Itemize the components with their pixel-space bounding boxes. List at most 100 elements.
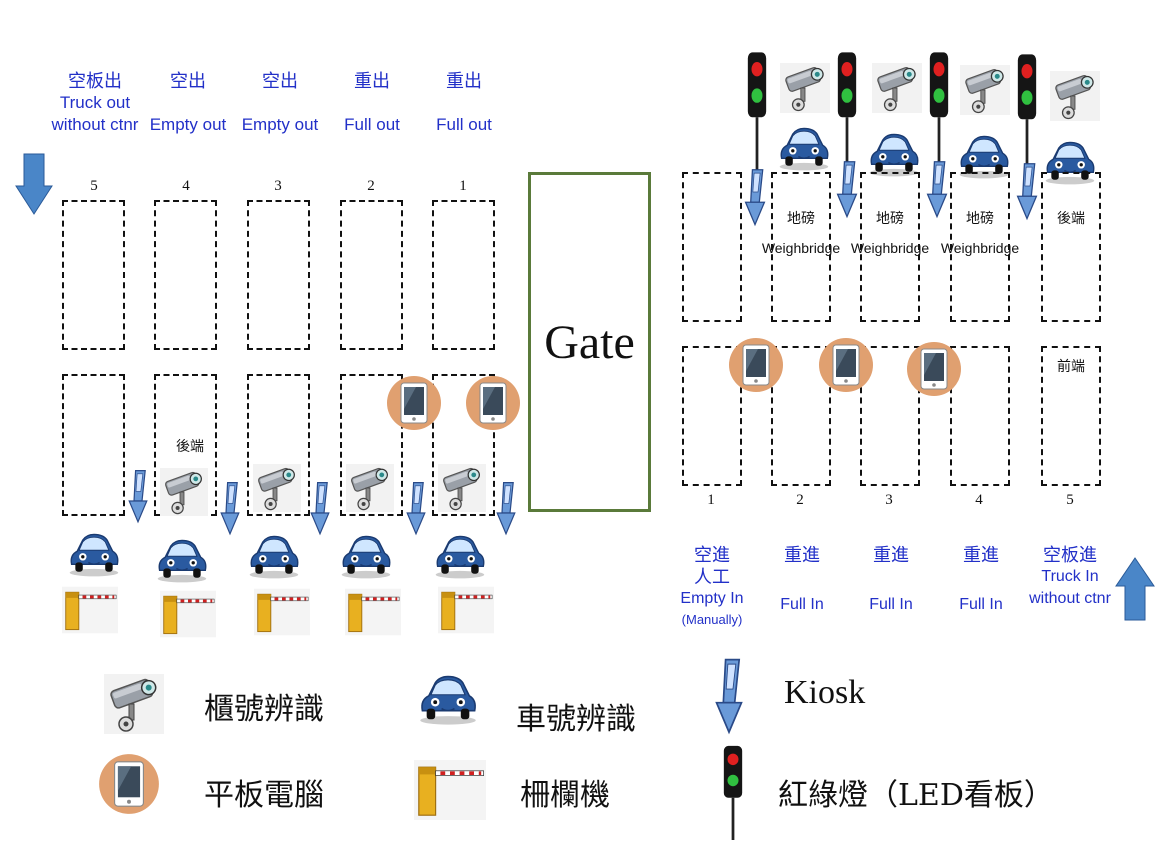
entry-lane-5-label: 空板進 Truck In without ctnr bbox=[1020, 544, 1120, 610]
entry-lane-1-upper-slot bbox=[682, 172, 742, 322]
kiosk-icon bbox=[218, 480, 242, 538]
entry-lane-2-cn: 重進 bbox=[784, 545, 820, 565]
entry-lane-4-en: Full In bbox=[959, 596, 1003, 613]
legend-barrier-label: 柵欄機 bbox=[520, 778, 610, 813]
entry-lane-5-lower-slot bbox=[1041, 346, 1101, 486]
entry-lane-5-front-tag: 前端 bbox=[1057, 358, 1085, 374]
legend-car-label: 車號辨識 bbox=[516, 702, 636, 737]
exit-lane-1-number: 1 bbox=[459, 178, 467, 194]
tablet-icon bbox=[465, 372, 521, 434]
legend-tablet-icon bbox=[98, 750, 160, 818]
entry-lane-4-label: 重進 Full In bbox=[939, 544, 1023, 616]
barrier-icon bbox=[438, 586, 494, 634]
entry-lane-1-lower-slot bbox=[682, 346, 742, 486]
tablet-icon bbox=[818, 334, 874, 396]
camera-icon bbox=[253, 458, 301, 518]
entry-lane-5-cn: 空板進 bbox=[1043, 545, 1097, 565]
exit-lane-4-cn: 空出 bbox=[170, 71, 206, 91]
entry-lane-2-label: 重進 Full In bbox=[760, 544, 844, 616]
entry-lane-2-en: Full In bbox=[780, 596, 824, 613]
entry-lane-5-number: 5 bbox=[1066, 492, 1074, 508]
entry-lane-1-cn: 空進 人工 bbox=[694, 545, 730, 587]
legend-kiosk-label: Kiosk bbox=[784, 674, 866, 711]
exit-lane-5-label: 空板出 Truck out without ctnr bbox=[45, 70, 145, 136]
exit-lane-1-lower-slot bbox=[432, 374, 495, 516]
weighbridge-2-en: Weighbridge bbox=[761, 240, 841, 256]
exit-lane-2-label: 重出 Full out bbox=[326, 70, 418, 136]
entry-lane-5-rear-tag: 後端 bbox=[1057, 210, 1085, 226]
exit-lane-1-label: 重出 Full out bbox=[418, 70, 510, 136]
camera-icon bbox=[160, 462, 208, 522]
weighbridge-2-cn: 地磅 bbox=[787, 210, 815, 226]
exit-lane-3-lower-slot bbox=[247, 374, 310, 516]
exit-lane-3-cn: 空出 bbox=[262, 71, 298, 91]
legend-traffic-light-icon bbox=[722, 744, 744, 840]
exit-lane-1-cn: 重出 bbox=[446, 71, 482, 91]
weighbridge-4-en: Weighbridge bbox=[940, 240, 1020, 256]
gate-box: Gate bbox=[528, 172, 651, 512]
car-icon bbox=[338, 532, 394, 580]
entry-lane-3-en: Full In bbox=[869, 596, 913, 613]
entry-lane-3-cn: 重進 bbox=[873, 545, 909, 565]
legend-camera-icon bbox=[104, 668, 164, 740]
entry-lane-2-upper-slot bbox=[771, 172, 831, 322]
car-icon bbox=[154, 536, 210, 584]
exit-lane-4-upper-slot bbox=[154, 200, 217, 350]
camera-icon bbox=[1050, 58, 1100, 134]
entry-lane-1-number: 1 bbox=[707, 492, 715, 508]
legend-tablet-label: 平板電腦 bbox=[204, 778, 324, 813]
entry-lane-4-lower-slot bbox=[950, 346, 1010, 486]
camera-icon bbox=[780, 56, 830, 120]
kiosk-icon bbox=[404, 480, 428, 538]
exit-lane-4-label: 空出 Empty out bbox=[142, 70, 234, 136]
legend-traffic-light-label: 紅綠燈（LED看板） bbox=[778, 778, 1054, 813]
camera-icon bbox=[872, 56, 922, 120]
entry-lane-2-number: 2 bbox=[796, 492, 804, 508]
barrier-icon bbox=[160, 590, 216, 638]
exit-lane-4-rear-tag: 後端 bbox=[176, 438, 204, 454]
kiosk-icon bbox=[924, 160, 950, 220]
entry-lane-3-lower-slot bbox=[860, 346, 920, 486]
entry-direction-arrow-icon bbox=[1115, 557, 1155, 621]
exit-lane-4-number: 4 bbox=[182, 178, 190, 194]
car-icon bbox=[66, 530, 122, 578]
car-icon bbox=[776, 124, 832, 172]
camera-icon bbox=[346, 458, 394, 518]
exit-lane-3-upper-slot bbox=[247, 200, 310, 350]
kiosk-icon bbox=[494, 480, 518, 538]
entry-lane-3-number: 3 bbox=[885, 492, 893, 508]
entry-lane-5-en: Truck In without ctnr bbox=[1029, 568, 1111, 607]
tablet-icon bbox=[386, 372, 442, 434]
car-icon bbox=[246, 532, 302, 580]
kiosk-icon bbox=[126, 468, 150, 526]
legend-car-icon bbox=[416, 668, 480, 730]
entry-lane-1-label: 空進 人工 Empty In (Manually) bbox=[670, 544, 754, 630]
legend-barrier-icon bbox=[414, 752, 486, 828]
entry-lane-4-cn: 重進 bbox=[963, 545, 999, 565]
weighbridge-3-en: Weighbridge bbox=[850, 240, 930, 256]
car-icon bbox=[866, 130, 922, 178]
barrier-icon bbox=[254, 588, 310, 636]
car-icon bbox=[432, 532, 488, 580]
exit-lane-5-upper-slot bbox=[62, 200, 125, 350]
entry-lane-4-number: 4 bbox=[975, 492, 983, 508]
barrier-icon bbox=[345, 588, 401, 636]
gate-label: Gate bbox=[544, 315, 635, 369]
legend-kiosk-icon bbox=[712, 652, 746, 742]
tablet-icon bbox=[906, 338, 962, 400]
exit-lane-3-en: Empty out bbox=[241, 115, 319, 134]
exit-lane-2-lower-slot bbox=[340, 374, 403, 516]
exit-lane-5-cn: 空板出 bbox=[68, 71, 122, 91]
traffic-light-icon bbox=[746, 50, 768, 170]
traffic-light-icon bbox=[928, 50, 950, 170]
entry-lane-1-en: Empty In bbox=[680, 590, 744, 607]
exit-lane-5-number: 5 bbox=[90, 178, 98, 194]
legend-camera-label: 櫃號辨識 bbox=[204, 692, 324, 727]
exit-lane-2-cn: 重出 bbox=[354, 71, 390, 91]
traffic-light-icon bbox=[1016, 52, 1038, 172]
barrier-icon bbox=[62, 586, 118, 634]
exit-lane-1-upper-slot bbox=[432, 200, 495, 350]
kiosk-icon bbox=[834, 160, 860, 220]
entry-lane-5-upper-slot bbox=[1041, 172, 1101, 322]
weighbridge-4-cn: 地磅 bbox=[966, 210, 994, 226]
